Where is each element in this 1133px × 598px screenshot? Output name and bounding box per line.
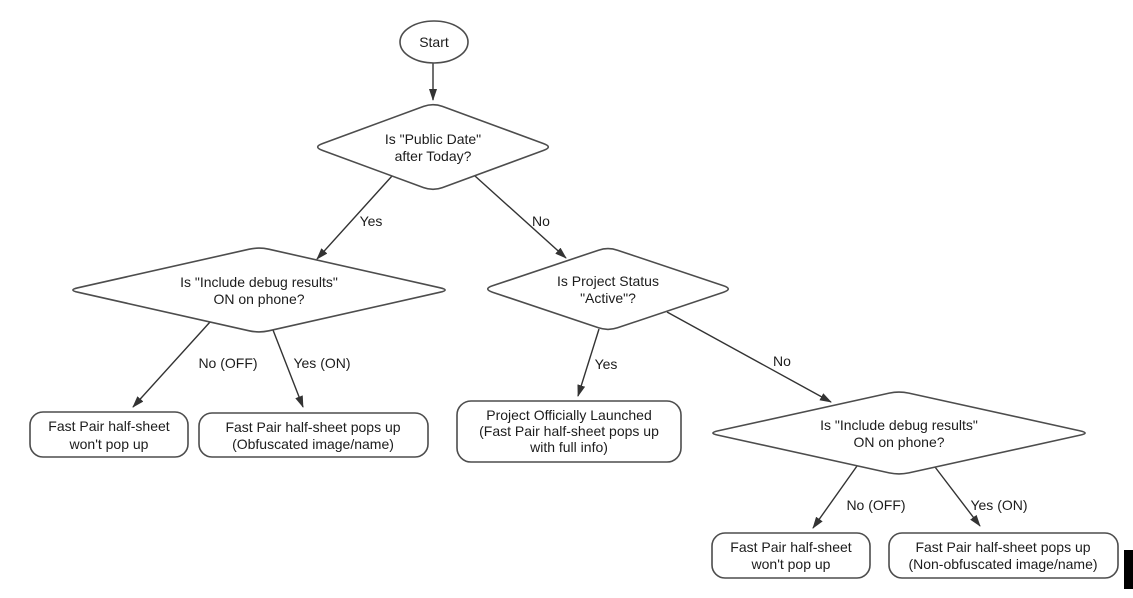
result-no-popup-left-line1: Fast Pair half-sheet [48, 418, 169, 434]
edge-debug-right-yes [934, 466, 981, 527]
result-popup-non-obfuscated-line1: Fast Pair half-sheet pops up [915, 539, 1090, 555]
result-no-popup-left-line2: won't pop up [69, 436, 149, 452]
edge-label-public-date-no: No [532, 213, 550, 229]
decision-debug-right-line2: ON on phone? [853, 434, 944, 450]
result-popup-obfuscated [198, 412, 429, 458]
decision-debug-right-line1: Is "Include debug results" [820, 417, 978, 433]
result-launched-line3: with full info) [529, 439, 608, 455]
result-popup-obfuscated-line1: Fast Pair half-sheet pops up [225, 419, 400, 435]
result-no-popup-left [29, 411, 189, 458]
result-popup-obfuscated-line2: (Obfuscated image/name) [232, 436, 394, 452]
edge-debug-left-no [132, 321, 211, 408]
edge-project-status-yes [577, 328, 600, 397]
result-launched-line2: (Fast Pair half-sheet pops up [479, 423, 659, 439]
decision-public-date [316, 103, 550, 191]
flowchart-node-labels: Start Is "Public Date" after Today? Is "… [48, 34, 1097, 572]
edge-public-date-yes [316, 175, 393, 260]
edge-label-debug-right-yes: Yes (ON) [970, 497, 1027, 513]
decision-debug-left-line2: ON on phone? [213, 291, 304, 307]
start-node [399, 20, 469, 64]
result-popup-non-obfuscated-line2: (Non-obfuscated image/name) [908, 556, 1097, 572]
cursor-bar [1124, 550, 1133, 589]
decision-project-status [486, 247, 730, 331]
edge-label-debug-left-yes: Yes (ON) [293, 355, 350, 371]
edge-label-debug-left-no: No (OFF) [198, 355, 257, 371]
edge-label-project-status-no: No [773, 353, 791, 369]
decision-debug-left-line1: Is "Include debug results" [180, 274, 338, 290]
edge-debug-left-yes [272, 329, 304, 408]
edge-project-status-no [666, 311, 832, 403]
edge-debug-right-no [812, 465, 858, 529]
decision-public-date-line2: after Today? [395, 148, 472, 164]
result-popup-non-obfuscated [888, 532, 1119, 579]
result-no-popup-right-line1: Fast Pair half-sheet [730, 539, 851, 555]
result-launched [456, 400, 682, 463]
edge-public-date-no [474, 175, 567, 259]
decision-public-date-line1: Is "Public Date" [385, 131, 481, 147]
flowchart-edges [132, 63, 981, 529]
edge-label-debug-right-no: No (OFF) [846, 497, 905, 513]
flowchart-shapes [29, 20, 1119, 579]
decision-debug-right [712, 391, 1086, 475]
result-no-popup-right-line2: won't pop up [751, 556, 831, 572]
edge-label-public-date-yes: Yes [360, 213, 383, 229]
edge-label-project-status-yes: Yes [595, 356, 618, 372]
result-no-popup-right [711, 532, 871, 579]
decision-project-status-line1: Is Project Status [557, 273, 659, 289]
decision-debug-left [72, 247, 446, 333]
decision-project-status-line2: "Active"? [580, 290, 636, 306]
flowchart-edge-labels: Yes No No (OFF) Yes (ON) Yes No No (OFF)… [198, 213, 1027, 513]
result-launched-line1: Project Officially Launched [486, 407, 652, 423]
start-node-label: Start [419, 34, 449, 50]
